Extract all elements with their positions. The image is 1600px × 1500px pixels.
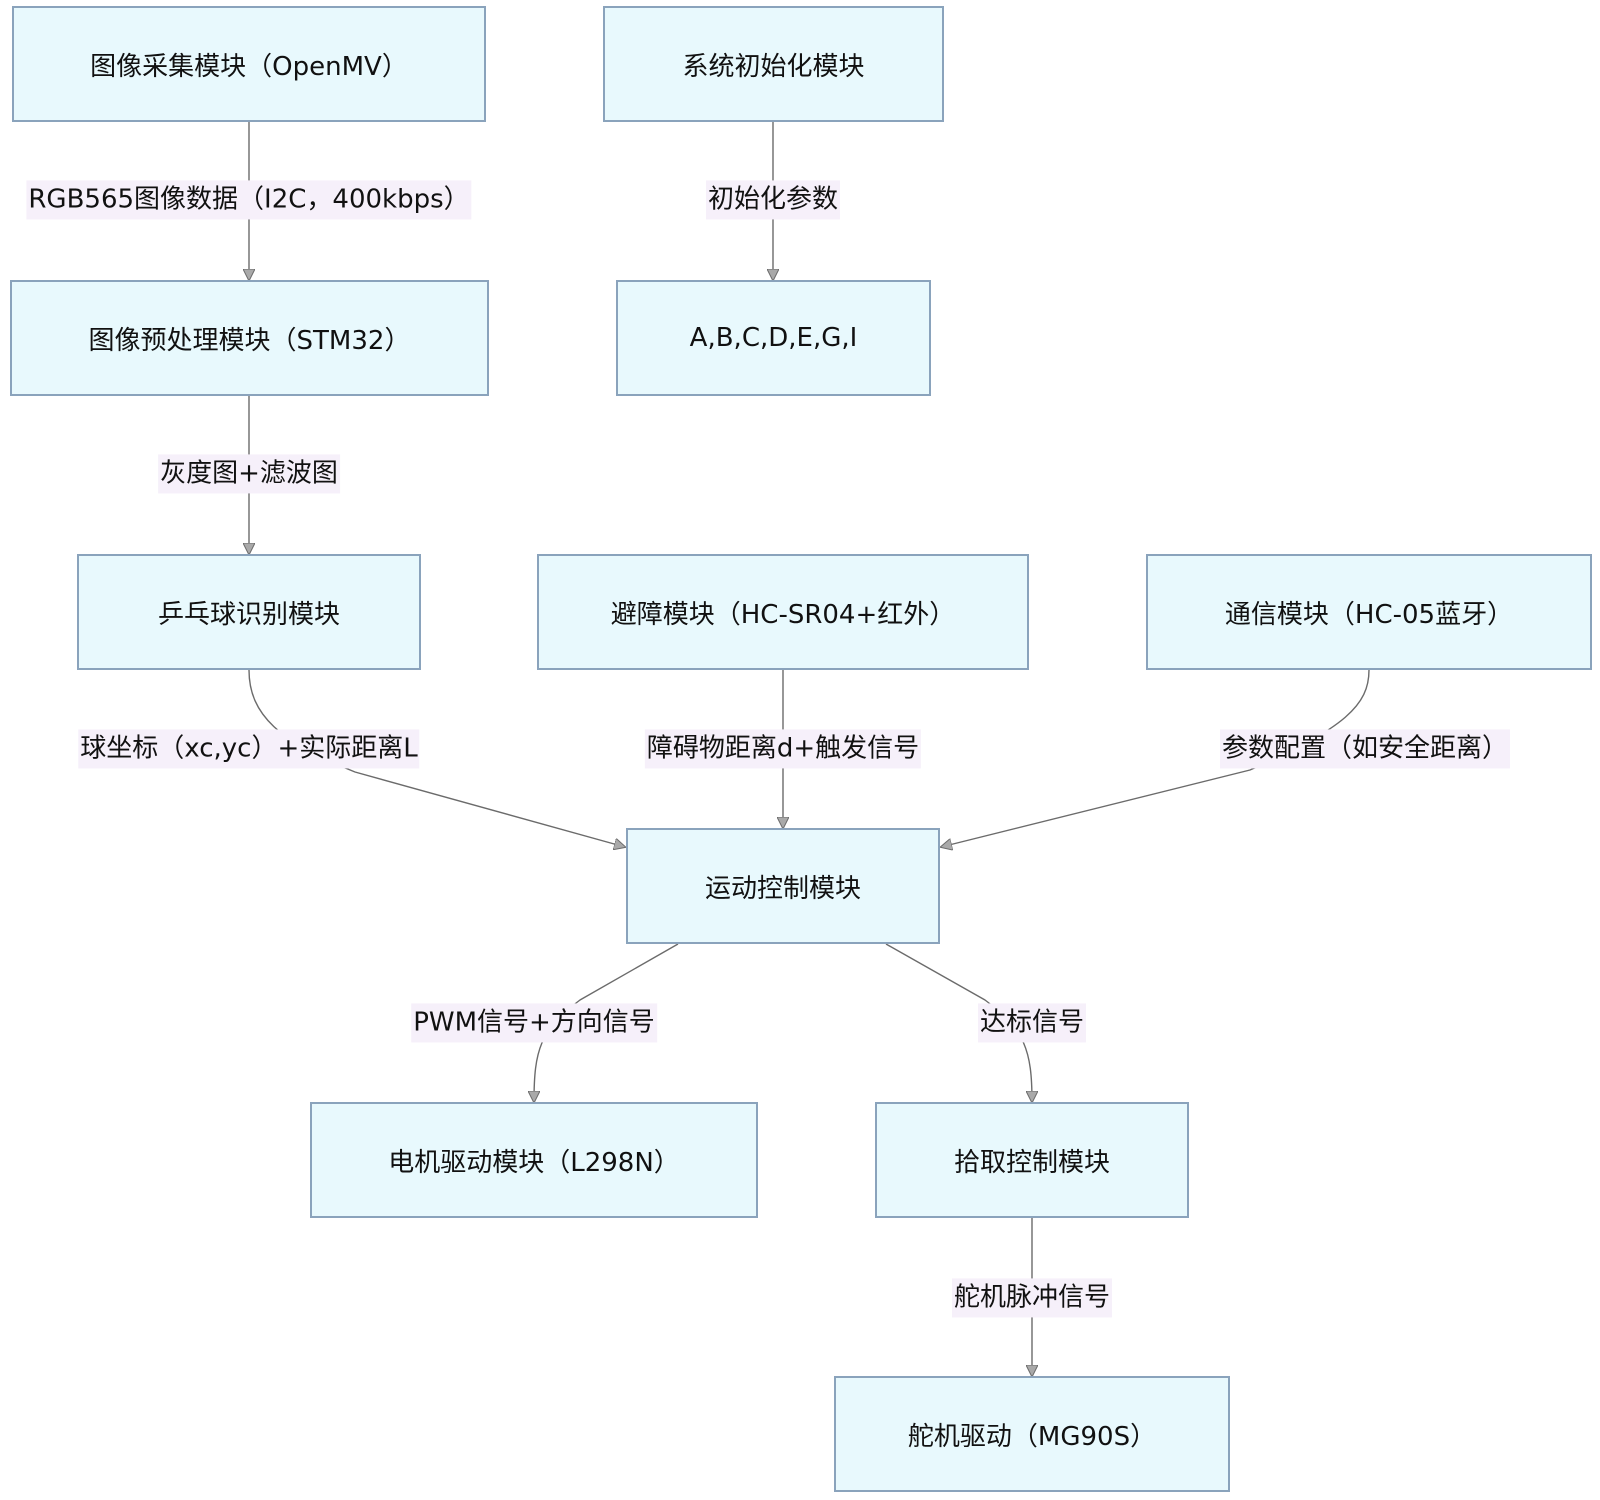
- node-init-targets: A,B,C,D,E,G,I: [616, 280, 931, 396]
- edge-label-comm-to-motion: 参数配置（如安全距离）: [1219, 729, 1511, 769]
- node-motor-driver: 电机驱动模块（L298N）: [310, 1102, 758, 1218]
- node-motion-control: 运动控制模块: [626, 828, 940, 944]
- node-image-capture: 图像采集模块（OpenMV）: [12, 6, 486, 122]
- node-pickup-control: 拾取控制模块: [875, 1102, 1189, 1218]
- edge-label-pickup-to-servo: 舵机脉冲信号: [951, 1278, 1113, 1318]
- node-communication: 通信模块（HC-05蓝牙）: [1146, 554, 1592, 670]
- edge-label-obstacle-to-motion: 障碍物距离d+触发信号: [644, 729, 922, 769]
- edge-label-preprocess-to-recognition: 灰度图+滤波图: [158, 454, 340, 494]
- node-system-init: 系统初始化模块: [603, 6, 944, 122]
- node-servo-driver: 舵机驱动（MG90S）: [834, 1376, 1230, 1492]
- node-image-preprocess: 图像预处理模块（STM32）: [10, 280, 489, 396]
- edge-label-init-to-targets: 初始化参数: [705, 180, 841, 220]
- node-obstacle-avoid: 避障模块（HC-SR04+红外）: [537, 554, 1029, 670]
- edge-label-capture-to-preprocess: RGB565图像数据（I2C，400kbps）: [26, 180, 472, 220]
- node-ball-recognition: 乒乓球识别模块: [77, 554, 421, 670]
- edge-label-recognition-to-motion: 球坐标（xc,yc）+实际距离L: [78, 729, 420, 769]
- edge-label-motion-to-pickup: 达标信号: [977, 1003, 1087, 1043]
- edge-label-motion-to-motor: PWM信号+方向信号: [411, 1003, 657, 1043]
